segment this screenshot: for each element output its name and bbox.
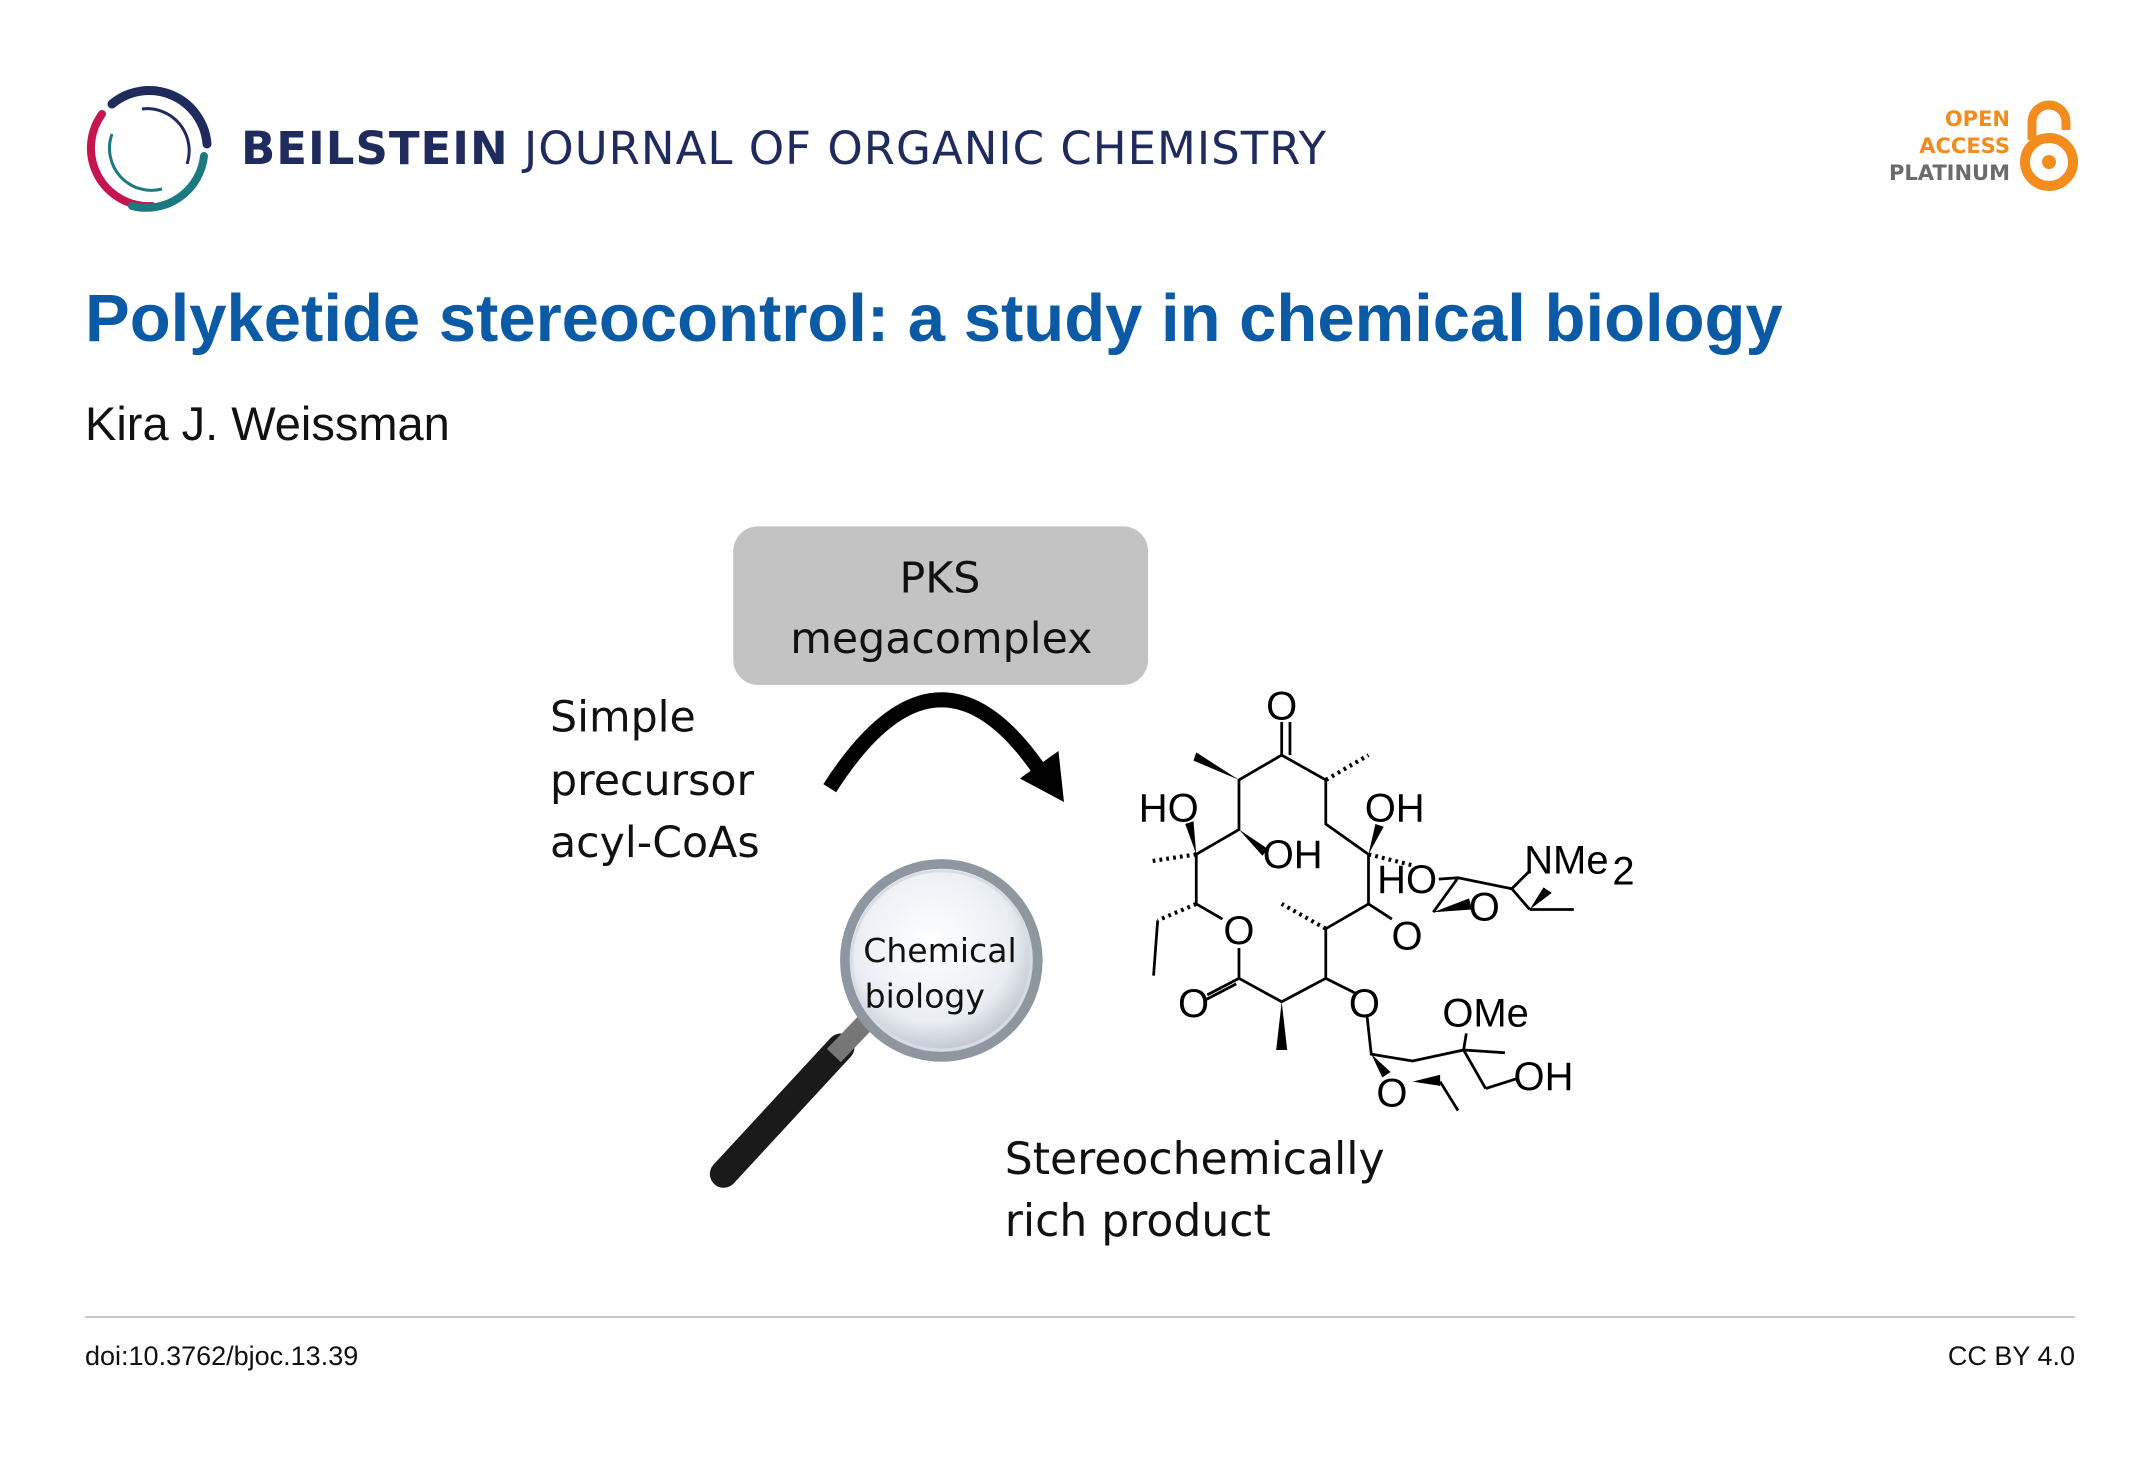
atom-o-link1: O xyxy=(1392,914,1423,958)
journal-name: BEILSTEIN JOURNAL OF ORGANIC CHEMISTRY xyxy=(241,122,1327,175)
doi-text: doi:10.3762/bjoc.13.39 xyxy=(85,1341,359,1371)
open-lock-icon xyxy=(2020,100,2078,191)
atom-o-link2: O xyxy=(1349,982,1380,1026)
arrow-head xyxy=(1019,750,1064,802)
atom-ho-sugar: HO xyxy=(1377,858,1437,902)
atom-nme-subscript: 2 xyxy=(1612,850,1634,894)
journal-name-bold: BEILSTEIN xyxy=(241,122,509,175)
journal-name-rest: JOURNAL OF ORGANIC CHEMISTRY xyxy=(524,122,1328,175)
atom-oh-right: OH xyxy=(1365,786,1425,830)
atom-labels: O HO OH OH O O O O HO O NMe 2 OMe OH O xyxy=(1139,684,1635,1115)
precursor-label-1: Simple xyxy=(550,693,696,743)
atom-nme: NMe xyxy=(1524,839,1608,883)
atom-o-sugar1: O xyxy=(1469,885,1500,929)
journal-logo xyxy=(86,86,212,212)
oa-platinum: PLATINUM xyxy=(1888,161,2010,185)
megacomplex-label: megacomplex xyxy=(790,614,1092,664)
atom-ho-left: HO xyxy=(1139,786,1199,830)
wedge-bonds xyxy=(1185,752,1552,1086)
pks-label: PKS xyxy=(900,554,981,604)
precursor-label-3: acyl-CoAs xyxy=(550,818,760,868)
atom-o-ring: O xyxy=(1223,909,1254,953)
precursor-label-2: precursor xyxy=(550,756,754,806)
oa-access: ACCESS xyxy=(1919,134,2010,158)
open-access-badge: OPEN ACCESS PLATINUM xyxy=(1889,106,2010,187)
atom-oh-sugar2: OH xyxy=(1514,1055,1574,1099)
atom-o-ketone: O xyxy=(1266,684,1297,728)
article-title: Polyketide stereocontrol: a study in che… xyxy=(85,281,1783,356)
lens-label-1: Chemical xyxy=(863,931,1016,970)
atom-oh-mid: OH xyxy=(1263,833,1323,877)
atom-ome: OMe xyxy=(1442,992,1529,1036)
erythromycin-structure xyxy=(1152,722,1574,1112)
oa-open: OPEN xyxy=(1944,107,2010,131)
footer-divider xyxy=(85,1316,2075,1318)
hash-bonds xyxy=(1150,753,1414,931)
lens-label-2: biology xyxy=(865,976,985,1015)
atom-o-sugar2: O xyxy=(1376,1071,1407,1115)
product-label-1: Stereochemically xyxy=(1005,1134,1385,1185)
magnifier-icon xyxy=(709,859,1043,1188)
curved-arrow-icon xyxy=(823,692,1047,793)
license-text: CC BY 4.0 xyxy=(1947,1341,2075,1371)
article-author: Kira J. Weissman xyxy=(85,397,450,450)
product-label-2: rich product xyxy=(1005,1196,1271,1247)
atom-o-ester: O xyxy=(1178,982,1209,1026)
pks-box xyxy=(733,526,1149,685)
